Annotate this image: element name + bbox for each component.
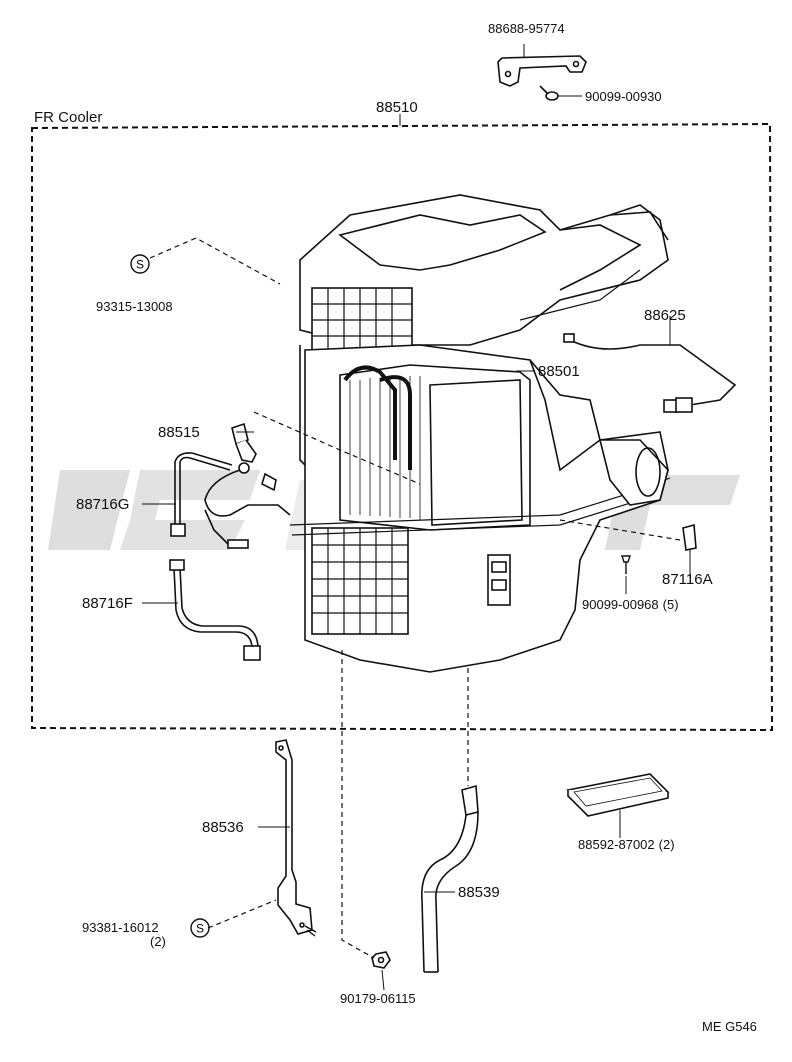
part-88592-87002[interactable]: 88592-87002(2) — [578, 838, 675, 851]
cooler-unit-icon — [289, 194, 671, 673]
expansion-valve-icon — [204, 422, 291, 549]
filter-icon — [566, 773, 670, 817]
part-88536[interactable]: 88536 — [202, 819, 244, 836]
reference-dashes — [149, 237, 681, 959]
part-93381-16012[interactable]: 93381-16012 — [82, 920, 159, 935]
part-90099-00930[interactable]: 90099-00930 — [585, 89, 662, 104]
assembly-boundary — [31, 122, 774, 732]
part-number: 90099-00968 — [582, 597, 659, 612]
pipe-icon — [169, 452, 261, 661]
wire-harness-icon — [519, 269, 737, 413]
screw-icon — [621, 555, 631, 574]
part-88501[interactable]: 88501 — [538, 363, 580, 380]
seal-icon — [130, 254, 210, 938]
bracket-icon — [497, 55, 587, 87]
drawing-code: ME G546 — [702, 1019, 757, 1034]
part-90179-06115[interactable]: 90179-06115 — [340, 991, 416, 1006]
s-mark: S — [196, 922, 204, 936]
evaporator-icon — [339, 364, 531, 531]
part-qty: (2) — [658, 837, 675, 852]
s-mark: S — [136, 258, 144, 272]
part-88716F[interactable]: 88716F — [82, 595, 133, 612]
bracket-icon — [275, 739, 313, 935]
part-number: 88592-87002 — [578, 837, 655, 852]
screw-icon — [304, 925, 317, 937]
part-93315-13008[interactable]: 93315-13008 — [96, 299, 173, 314]
part-88625[interactable]: 88625 — [644, 307, 686, 324]
part-88515[interactable]: 88515 — [158, 424, 200, 441]
clip-icon — [682, 523, 697, 551]
part-88716G[interactable]: 88716G — [76, 496, 130, 513]
part-88510[interactable]: 88510 — [376, 99, 418, 116]
screw-icon — [539, 85, 582, 101]
drain-hose-icon — [421, 784, 479, 973]
leader-lines — [142, 44, 691, 991]
part-88539[interactable]: 88539 — [458, 884, 500, 901]
part-qty: (5) — [662, 597, 679, 612]
part-88688-95774[interactable]: 88688-95774 — [488, 21, 565, 36]
group-title: FR Cooler — [34, 109, 103, 126]
part-87116A[interactable]: 87116A — [662, 571, 713, 588]
part-93381-16012-qty: (2) — [150, 934, 166, 949]
part-90099-00968[interactable]: 90099-00968(5) — [582, 598, 679, 611]
nut-icon — [371, 951, 391, 969]
